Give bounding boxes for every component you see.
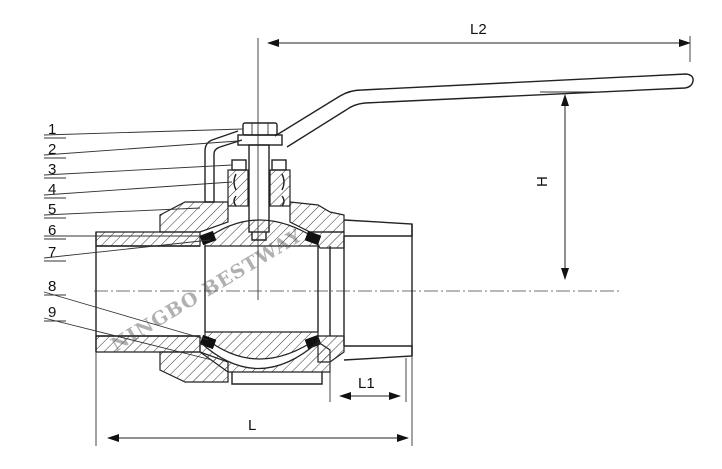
part-labels: 1 2 3 4 5 6 7 8 9 (48, 121, 56, 321)
dimension-l2-label: L2 (470, 21, 487, 38)
dimension-h-label: H (534, 176, 551, 187)
part-label-6: 6 (48, 222, 56, 239)
dimension-l2: L2 (267, 21, 691, 62)
dimension-l1-label: L1 (358, 375, 375, 392)
part-label-8: 8 (48, 278, 56, 295)
part-label-2: 2 (48, 141, 56, 158)
part-label-1: 1 (48, 121, 56, 138)
part-label-3: 3 (48, 161, 56, 178)
ball (204, 219, 319, 360)
part-label-5: 5 (48, 201, 56, 218)
leader-lines (43, 128, 244, 361)
part-label-7: 7 (48, 244, 56, 261)
dimension-l-label: L (248, 417, 256, 434)
part-label-4: 4 (48, 181, 56, 198)
part-label-9: 9 (48, 304, 56, 321)
dimension-l: L (95, 352, 413, 446)
dimension-l1: L1 (329, 358, 407, 402)
stem-assembly (227, 122, 291, 233)
